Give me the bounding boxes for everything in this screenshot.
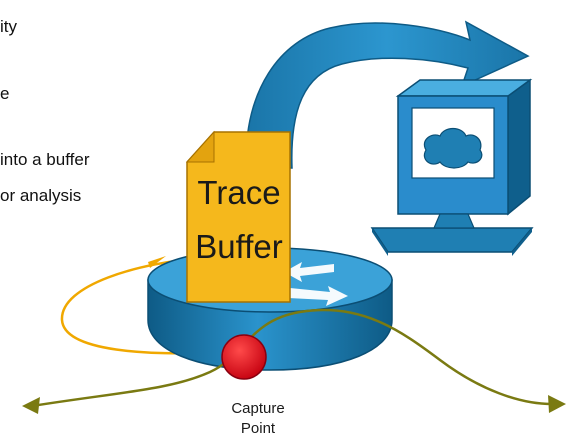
trace-buffer-card: Trace Buffer <box>185 130 291 303</box>
side-text-line-2: e <box>0 84 10 103</box>
monitor-icon <box>370 78 534 256</box>
side-text-line-3: into a buffer <box>0 150 90 169</box>
capture-loop-line <box>60 256 226 355</box>
traffic-line <box>22 308 566 414</box>
side-text-line-4: or analysis <box>0 186 82 205</box>
traffic-right-arrowhead <box>548 395 566 413</box>
capture-point-label-line-1: Capture <box>231 400 284 417</box>
data-flow-arrow <box>245 20 530 169</box>
capture-point-label-line-2: Point <box>241 420 276 437</box>
trace-buffer-title-line-2: Buffer <box>195 228 282 265</box>
traffic-left-arrowhead <box>22 397 40 414</box>
side-text-line-1: ity <box>0 17 17 36</box>
capture-loop-arrowhead <box>148 256 166 268</box>
capture-point-marker <box>221 334 267 380</box>
trace-buffer-title-line-1: Trace <box>197 174 280 211</box>
